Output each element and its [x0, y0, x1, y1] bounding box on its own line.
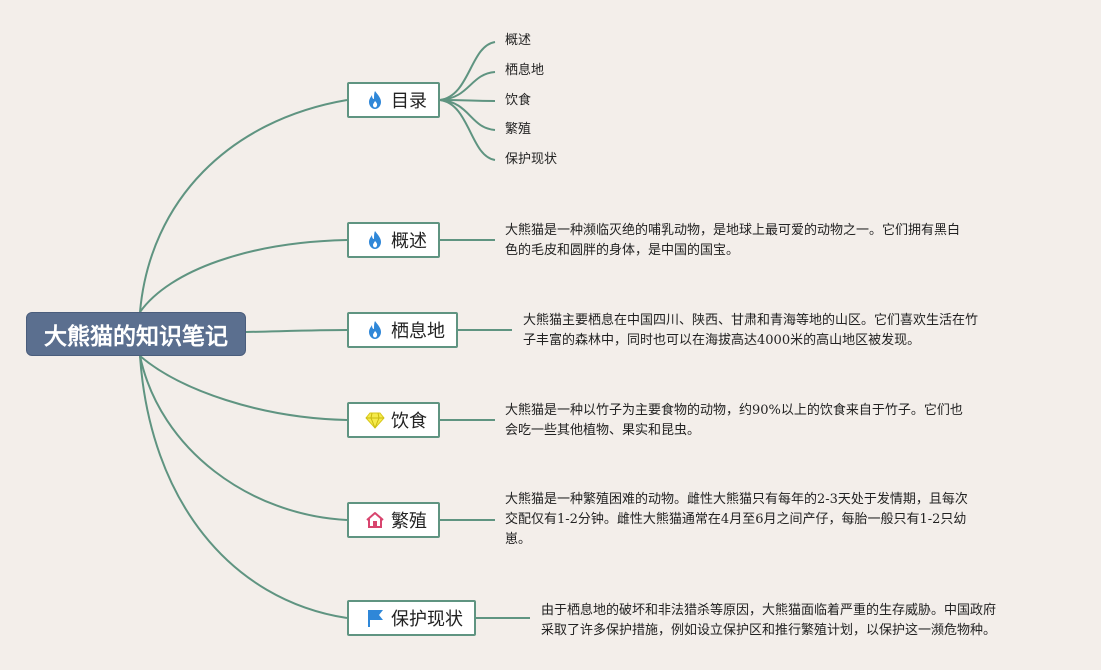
topic-label: 饮食	[391, 411, 427, 432]
toc-item-breeding[interactable]: 繁殖	[505, 122, 532, 137]
desc-line: 大熊猫是一种繁殖困难的动物。雌性大熊猫只有每年的2-3天处于发情期，且每次	[505, 492, 968, 507]
desc-line: 大熊猫主要栖息在中国四川、陕西、甘肃和青海等地的山区。它们喜欢生活在竹	[523, 313, 979, 328]
link-root-diet	[139, 355, 348, 421]
diamond-icon	[365, 410, 385, 430]
flag-icon	[365, 608, 385, 628]
desc-line: 由于栖息地的破坏和非法猎杀等原因，大熊猫面临着严重的生存威胁。中国政府	[541, 603, 997, 618]
topic-conservation[interactable]: 保护现状	[347, 600, 476, 636]
desc-line: 崽。	[505, 532, 532, 547]
topic-label: 目录	[391, 91, 427, 112]
desc-line: 大熊猫是一种以竹子为主要食物的动物，约90%以上的饮食来自于竹子。它们也	[505, 403, 963, 418]
topic-habitat[interactable]: 栖息地	[347, 312, 458, 348]
desc-line: 色的毛皮和圆胖的身体，是中国的国宝。	[505, 243, 740, 258]
desc-line: 大熊猫是一种濒临灭绝的哺乳动物，是地球上最可爱的动物之一。它们拥有黑白	[505, 223, 961, 238]
topic-overview[interactable]: 概述	[347, 222, 440, 258]
fire-icon	[365, 230, 385, 250]
topic-label: 繁殖	[391, 511, 427, 532]
toc-item-overview[interactable]: 概述	[505, 33, 532, 48]
desc-line: 会吃一些其他植物、果实和昆虫。	[505, 423, 701, 438]
link-toc-1	[439, 41, 496, 101]
root-title: 大熊猫的知识笔记	[44, 324, 228, 350]
root-topic[interactable]: 大熊猫的知识笔记	[26, 312, 246, 356]
desc-line: 子丰富的森林中，同时也可以在海拔高达4000米的高山地区被发现。	[523, 333, 921, 348]
desc-conservation[interactable]: 由于栖息地的破坏和非法猎杀等原因，大熊猫面临着严重的生存威胁。中国政府 采取了许…	[541, 601, 996, 641]
topic-label: 栖息地	[391, 321, 445, 342]
topic-label: 概述	[391, 231, 427, 252]
topic-toc[interactable]: 目录	[347, 82, 440, 118]
home-icon	[365, 510, 385, 530]
topic-breeding[interactable]: 繁殖	[347, 502, 440, 538]
link-root-toc	[139, 99, 348, 313]
link-root-overview	[139, 239, 348, 313]
link-toc-4	[439, 99, 496, 131]
fire-icon	[365, 90, 385, 110]
topic-diet[interactable]: 饮食	[347, 402, 440, 438]
desc-breeding[interactable]: 大熊猫是一种繁殖困难的动物。雌性大熊猫只有每年的2-3天处于发情期，且每次 交配…	[505, 490, 968, 550]
link-root-conservation	[139, 355, 348, 619]
link-root-breeding	[139, 355, 348, 521]
desc-line: 交配仅有1-2分钟。雌性大熊猫通常在4月至6月之间产仔，每胎一般只有1-2只幼	[505, 512, 967, 527]
link-toc-2	[439, 71, 496, 101]
link-root-habitat	[245, 329, 348, 333]
desc-diet[interactable]: 大熊猫是一种以竹子为主要食物的动物，约90%以上的饮食来自于竹子。它们也 会吃一…	[505, 401, 963, 441]
fire-icon	[365, 320, 385, 340]
toc-item-diet[interactable]: 饮食	[505, 93, 532, 108]
toc-item-conservation[interactable]: 保护现状	[505, 152, 558, 167]
desc-overview[interactable]: 大熊猫是一种濒临灭绝的哺乳动物，是地球上最可爱的动物之一。它们拥有黑白 色的毛皮…	[505, 221, 960, 261]
desc-line: 采取了许多保护措施，例如设立保护区和推行繁殖计划，以保护这一濒危物种。	[541, 623, 997, 638]
topic-label: 保护现状	[391, 609, 463, 630]
desc-habitat[interactable]: 大熊猫主要栖息在中国四川、陕西、甘肃和青海等地的山区。它们喜欢生活在竹 子丰富的…	[523, 311, 978, 351]
toc-item-habitat[interactable]: 栖息地	[505, 63, 545, 78]
link-toc-5	[439, 99, 496, 161]
